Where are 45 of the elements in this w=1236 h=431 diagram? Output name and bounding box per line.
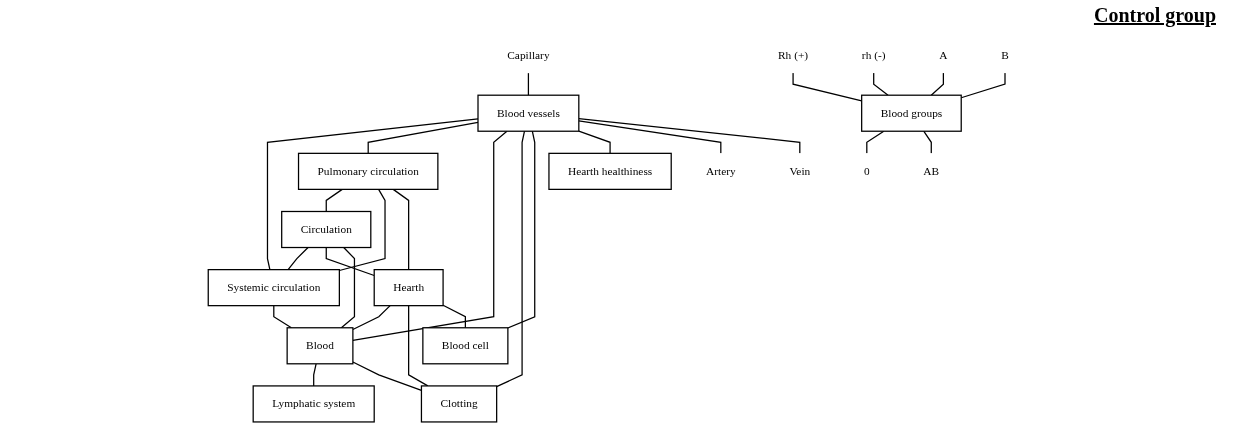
node-box: Circulation — [281, 210, 372, 248]
node-text: Vein — [789, 164, 811, 177]
node-text: AB — [923, 164, 940, 177]
node-box: Blood — [286, 326, 354, 364]
node-box: Blood cell — [422, 326, 509, 364]
node-text: Capillary — [507, 47, 550, 61]
connector — [273, 304, 292, 328]
connector — [287, 246, 309, 270]
connector — [930, 71, 944, 96]
connector — [408, 304, 429, 387]
connector — [578, 117, 801, 154]
node-text: 0 — [863, 164, 870, 177]
node-text: A — [939, 47, 948, 61]
node-box: Lymphatic system — [252, 384, 375, 423]
connector — [367, 121, 479, 154]
connector — [338, 188, 386, 271]
node-text: B — [1001, 47, 1009, 61]
connector — [578, 119, 722, 154]
connector — [578, 130, 611, 154]
connector — [352, 130, 508, 341]
connector — [392, 188, 410, 270]
connector — [527, 71, 530, 96]
connector — [873, 71, 889, 96]
connector — [496, 130, 526, 387]
connector — [325, 246, 375, 276]
node-text: rh (-) — [861, 47, 886, 61]
title: Control group — [1093, 4, 1216, 27]
connector — [266, 117, 479, 270]
node-text: Rh (+) — [778, 47, 809, 61]
connector — [352, 304, 391, 330]
connector — [866, 130, 885, 154]
node-box: Blood vessels — [477, 94, 580, 132]
connector — [340, 246, 356, 328]
node-box: Systemic circulation — [207, 268, 340, 306]
connector — [325, 188, 343, 212]
node-box: Hearth — [373, 268, 444, 306]
node-box: Clotting — [420, 384, 498, 423]
node-box: Pulmonary circulation — [297, 152, 439, 190]
node-box: Blood groups — [861, 94, 962, 132]
connector — [507, 130, 536, 329]
node-text: Artery — [705, 164, 736, 177]
connector — [923, 130, 932, 154]
connector — [442, 304, 466, 328]
node-box: Hearth healthiness — [548, 152, 672, 190]
connector — [313, 362, 317, 387]
